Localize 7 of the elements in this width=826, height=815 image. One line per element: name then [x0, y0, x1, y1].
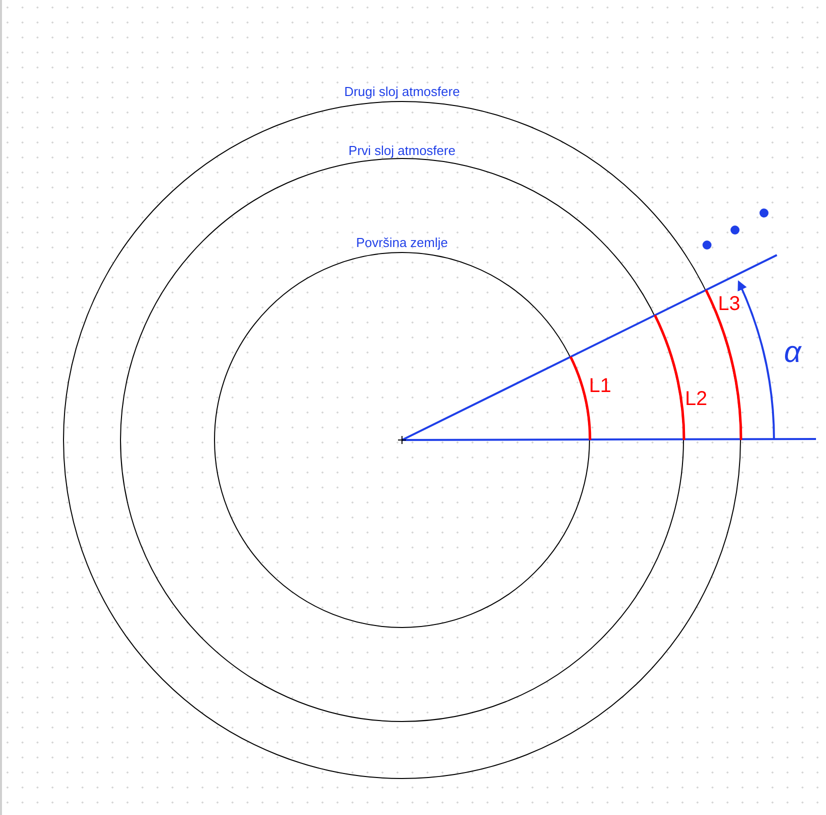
layer-label: Površina zemlje — [356, 235, 448, 250]
arc-label: L1 — [589, 375, 612, 398]
layer-label: Drugi sloj atmosfere — [344, 84, 460, 99]
arc-label: L3 — [718, 293, 740, 316]
arc-label: L2 — [685, 388, 708, 411]
angle-label: α — [784, 336, 802, 370]
layer-label: Prvi sloj atmosfere — [348, 143, 456, 158]
